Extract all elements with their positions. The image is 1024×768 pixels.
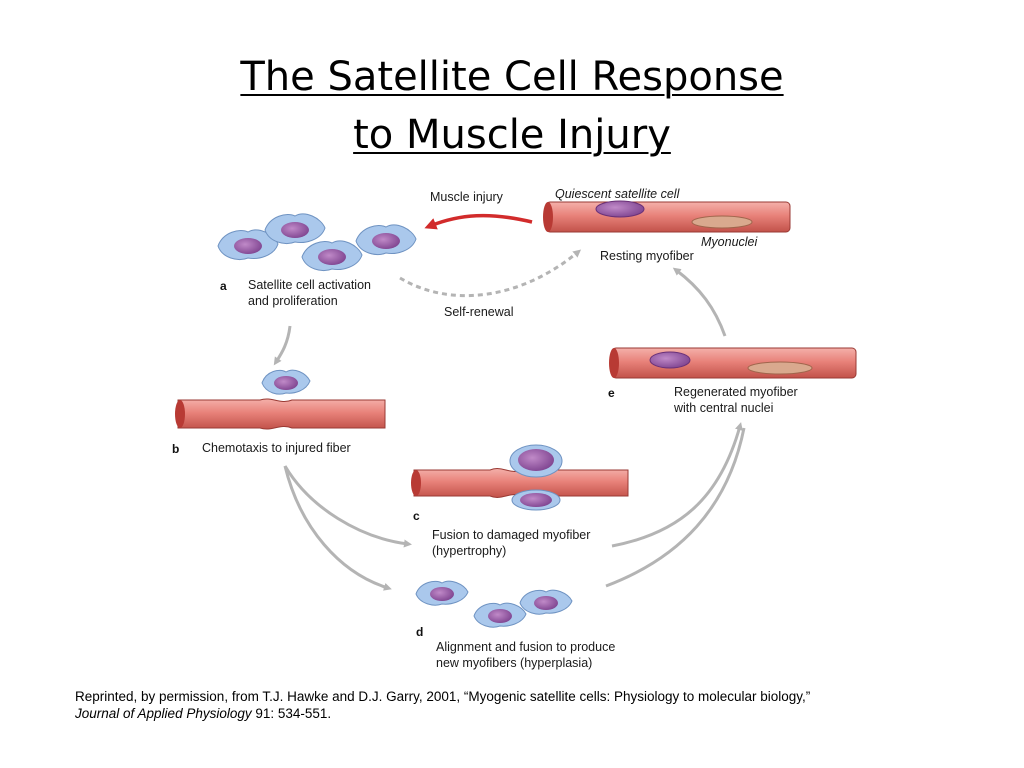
regenerated-myofiber (609, 347, 857, 379)
self-renewal-arrow (399, 249, 582, 298)
myonucleus-shape (691, 215, 753, 229)
arrow-b-to-c (283, 465, 412, 548)
step-c-line-2: (hypertrophy) (432, 544, 507, 558)
stage-b-graphic (175, 369, 386, 430)
quiescent-satellite-cell-shape (595, 200, 645, 218)
quiescent-cell-label: Quiescent satellite cell (555, 187, 680, 201)
step-a-line-1: Satellite cell activation (248, 278, 371, 292)
step-e-letter: e (608, 386, 615, 400)
injury-arrow (424, 213, 533, 230)
citation-journal: Journal of Applied Physiology (75, 706, 252, 721)
resting-myofiber (543, 200, 791, 233)
diagram-graphics (175, 200, 857, 628)
resting-myofiber-label: Resting myofiber (600, 249, 694, 263)
step-c-letter: c (413, 509, 420, 523)
step-e-line-2: with central nuclei (674, 401, 774, 415)
title-line-2: to Muscle Injury (353, 112, 671, 158)
step-a-letter: a (220, 279, 227, 293)
citation-ref: 91: 534-551. (251, 706, 332, 721)
step-d-letter: d (416, 625, 424, 639)
stage-d-cells (415, 580, 573, 628)
step-b-line-1: Chemotaxis to injured fiber (202, 441, 351, 455)
arrow-c-to-e (611, 422, 743, 548)
stage-a-cells (217, 213, 417, 271)
step-c-line-1: Fusion to damaged myofiber (432, 528, 591, 542)
slide-title: The Satellite Cell Response to Muscle In… (0, 48, 1024, 164)
myonuclei-label: Myonuclei (701, 235, 758, 249)
satellite-cell-diagram: Muscle injury Quiescent satellite cell M… (160, 178, 880, 683)
step-e-line-1: Regenerated myofiber (674, 385, 798, 399)
self-renewal-label: Self-renewal (444, 305, 514, 319)
stage-c-graphic (411, 444, 629, 511)
citation: Reprinted, by permission, from T.J. Hawk… (75, 688, 975, 722)
arrow-a-to-b (273, 325, 292, 366)
step-b-letter: b (172, 442, 180, 456)
step-d-line-2: new myofibers (hyperplasia) (436, 656, 593, 670)
step-d-line-1: Alignment and fusion to produce (436, 640, 616, 654)
title-line-1: The Satellite Cell Response (240, 54, 784, 100)
arrow-b-to-d (283, 465, 392, 591)
citation-text: Reprinted, by permission, from T.J. Hawk… (75, 689, 811, 704)
arrow-d-to-e (605, 427, 746, 588)
arrow-e-to-resting (672, 267, 727, 337)
muscle-injury-label: Muscle injury (430, 190, 503, 204)
step-a-line-2: and proliferation (248, 294, 338, 308)
